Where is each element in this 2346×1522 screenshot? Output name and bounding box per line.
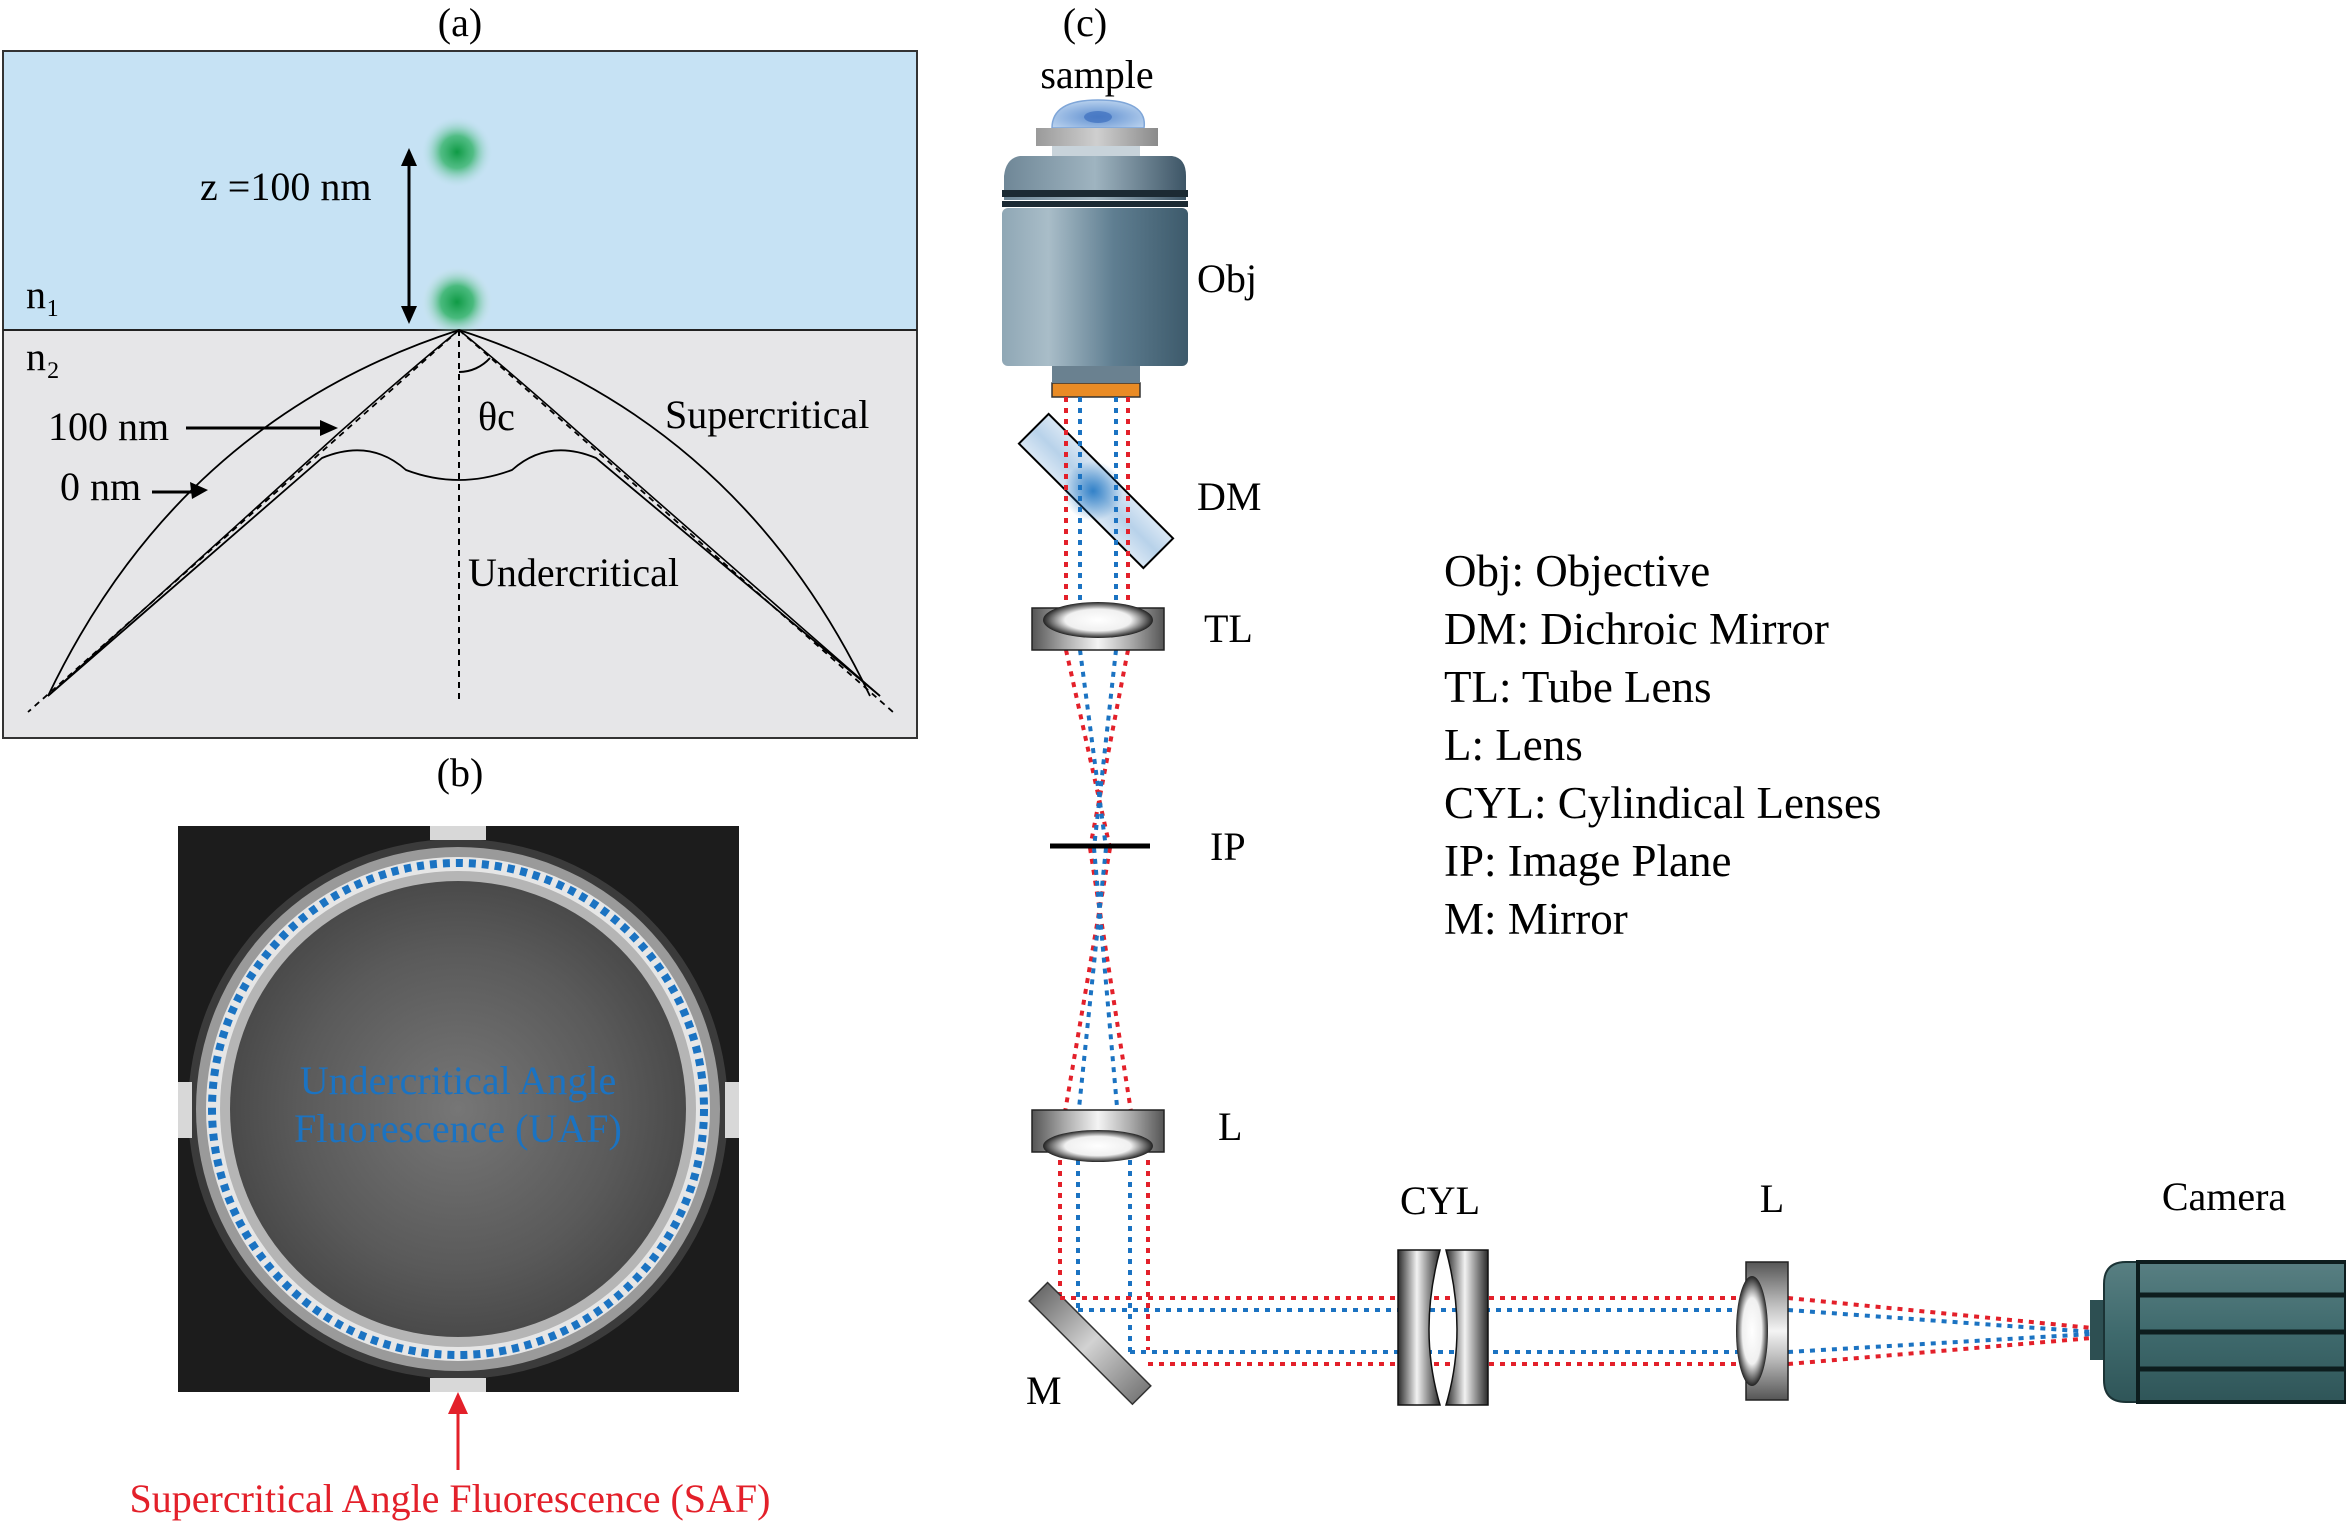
ray-blue-left-converge bbox=[1078, 649, 1108, 849]
legend-item-dm: DM: Dichroic Mirror bbox=[1444, 604, 1829, 654]
objective-cap bbox=[1004, 156, 1186, 200]
legend-item-tl: TL: Tube Lens bbox=[1444, 662, 1712, 712]
lens-h-glass bbox=[1736, 1276, 1768, 1386]
panel-b: (b) Undercritical Angle Fluorescence (UA… bbox=[130, 750, 771, 1521]
tl-glass bbox=[1043, 602, 1153, 638]
undercritical-label: Undercritical bbox=[468, 550, 679, 595]
ring-pixel-top bbox=[430, 826, 486, 840]
theta-arc bbox=[458, 357, 491, 373]
tl-label: TL bbox=[1204, 606, 1253, 651]
lens-horizontal bbox=[1736, 1261, 1789, 1401]
n2-label: n₂ bbox=[26, 334, 60, 379]
legend-item-l: L: Lens bbox=[1444, 720, 1583, 770]
cyl-label: CYL bbox=[1400, 1178, 1480, 1223]
panel-c-label: (c) bbox=[1063, 0, 1107, 45]
tube-lens bbox=[1031, 602, 1165, 651]
ip-label: IP bbox=[1210, 824, 1246, 869]
sample bbox=[1036, 99, 1158, 146]
z-label: z =100 nm bbox=[200, 164, 371, 209]
legend-item-obj: Obj: Objective bbox=[1444, 546, 1710, 596]
ring-pixel-bottom bbox=[430, 1378, 486, 1392]
objective-neck bbox=[1052, 366, 1140, 383]
z-arrow-head-up bbox=[401, 148, 417, 166]
ray-blue-right-converge bbox=[1092, 649, 1118, 849]
mirror-plate bbox=[1028, 1281, 1152, 1406]
l-horizontal-label: L bbox=[1760, 1176, 1784, 1221]
ray-red-bottom-converge bbox=[1787, 1336, 2093, 1366]
legend-item-ip: IP: Image Plane bbox=[1444, 836, 1731, 886]
critical-angle-circle bbox=[208, 859, 708, 1359]
n1-label: n₁ bbox=[26, 272, 60, 317]
theta-label: θc bbox=[478, 394, 515, 439]
sample-label: sample bbox=[1040, 52, 1153, 97]
l-vertical-label: L bbox=[1218, 1104, 1242, 1149]
saf-label: Supercritical Angle Fluorescence (SAF) bbox=[130, 1476, 771, 1521]
sample-cell bbox=[1084, 111, 1112, 123]
ring-pixel-left bbox=[178, 1082, 192, 1138]
objective bbox=[1002, 146, 1188, 398]
mirror-label: M bbox=[1026, 1368, 1062, 1413]
saf-arrow-head bbox=[448, 1392, 468, 1414]
cyl-lens-2 bbox=[1444, 1249, 1489, 1406]
obj-label: Obj bbox=[1197, 256, 1257, 301]
ray-red-left-diverge bbox=[1062, 847, 1112, 1119]
objective-band1 bbox=[1002, 190, 1188, 197]
uaf-label-line1: Undercritical Angle bbox=[300, 1058, 617, 1103]
dm-label: DM bbox=[1197, 474, 1261, 519]
arrow-100nm-head bbox=[320, 420, 338, 436]
objective-body bbox=[1002, 208, 1188, 366]
ray-blue-left-diverge bbox=[1076, 847, 1108, 1119]
critical-line-right bbox=[458, 329, 894, 713]
ray-blue-right-diverge bbox=[1092, 847, 1120, 1119]
label-100nm: 100 nm bbox=[48, 404, 169, 449]
uaf-disk bbox=[230, 881, 686, 1337]
supercritical-label: Supercritical bbox=[665, 392, 869, 437]
label-0nm: 0 nm bbox=[60, 464, 141, 509]
ray-blue-bottom-converge bbox=[1787, 1332, 2093, 1354]
panel-c: (c) sample Obj DM bbox=[1002, 0, 2346, 1413]
rays-horizontal bbox=[1060, 1296, 2093, 1366]
rays-vertical bbox=[1058, 397, 1150, 1352]
objective-bfp-aperture bbox=[1051, 382, 1141, 398]
camera-front bbox=[2090, 1300, 2104, 1360]
z-arrow-head-down bbox=[401, 306, 417, 324]
mirror bbox=[1028, 1281, 1152, 1406]
legend-item-m: M: Mirror bbox=[1444, 894, 1628, 944]
emitter-0nm bbox=[421, 266, 493, 338]
curve-undercritical bbox=[47, 449, 881, 697]
lens-v-glass bbox=[1043, 1130, 1153, 1162]
ray-red-top-converge bbox=[1787, 1296, 2093, 1330]
cylindrical-lenses bbox=[1397, 1249, 1489, 1406]
ray-red-right-diverge bbox=[1088, 847, 1134, 1119]
objective-tip bbox=[1052, 146, 1140, 156]
ray-blue-top-converge bbox=[1787, 1308, 2093, 1334]
panel-b-label: (b) bbox=[437, 750, 484, 795]
lens-vertical bbox=[1031, 1109, 1165, 1162]
ring-pixel-right bbox=[725, 1082, 739, 1138]
camera-label: Camera bbox=[2162, 1174, 2287, 1219]
emitter-100nm bbox=[421, 116, 493, 188]
critical-line-left bbox=[27, 329, 460, 713]
objective-band2 bbox=[1002, 201, 1188, 207]
arrow-0nm-head bbox=[190, 482, 208, 499]
legend: Obj: Objective DM: Dichroic Mirror TL: T… bbox=[1444, 546, 1881, 944]
coverslip-stage bbox=[1036, 128, 1158, 146]
cyl-lens-1 bbox=[1397, 1249, 1442, 1406]
legend-item-cyl: CYL: Cylindical Lenses bbox=[1444, 778, 1881, 828]
panel-a: (a) z =100 nm n₁ n₂ θc 100 nm 0 nm bbox=[2, 0, 918, 739]
panel-a-label: (a) bbox=[438, 0, 482, 45]
camera bbox=[2090, 1260, 2346, 1404]
curve-100nm bbox=[47, 328, 881, 697]
uaf-label-line2: Fluorescence (UAF) bbox=[294, 1106, 622, 1151]
